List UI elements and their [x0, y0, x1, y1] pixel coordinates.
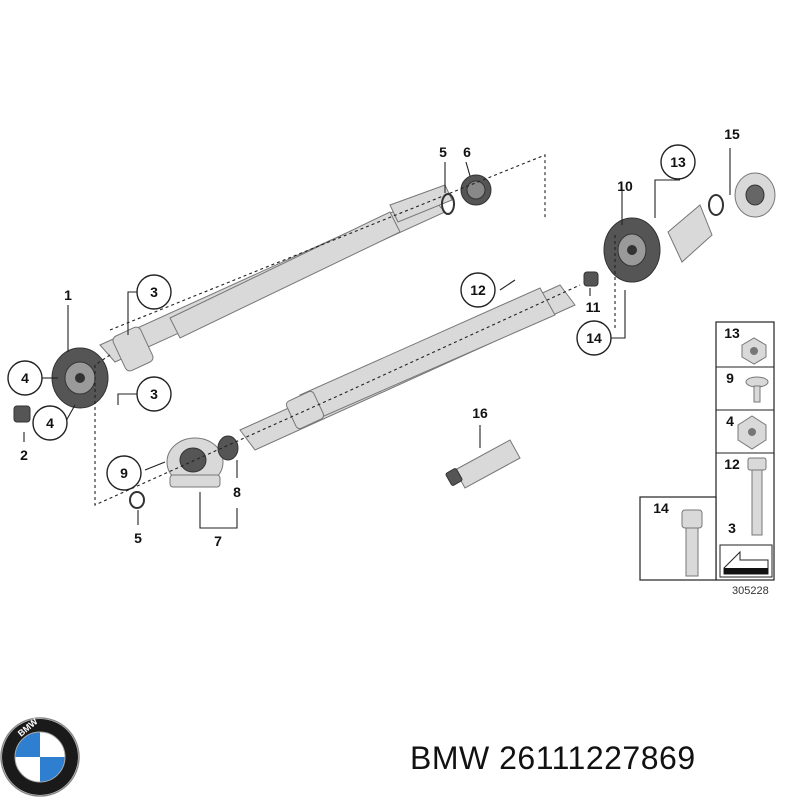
- legend-row-3: 3: [719, 520, 773, 578]
- hardware-legend: 13 9 4 12 3 14: [639, 321, 775, 581]
- callout-12: 12: [460, 272, 496, 308]
- svg-text:16: 16: [472, 405, 488, 421]
- legend-row-4: 4: [726, 413, 767, 450]
- svg-text:3: 3: [150, 386, 158, 402]
- o-ring-part-lower: [129, 491, 145, 509]
- o-ring-part: [441, 193, 455, 215]
- bmw-roundel-icon: BMW: [0, 716, 80, 797]
- svg-text:1: 1: [64, 287, 72, 303]
- sleeve-part: [460, 174, 492, 206]
- callout-5-upper: 5: [439, 144, 447, 160]
- rear-flange: [667, 204, 713, 263]
- callout-1: 1: [64, 287, 72, 303]
- callout-11: 11: [586, 299, 601, 315]
- svg-text:6: 6: [463, 144, 471, 160]
- part-number: 26111227869: [499, 740, 696, 776]
- callout-13: 13: [660, 144, 696, 180]
- dashed-assembly-outline: [94, 284, 581, 506]
- flex-disc-front: [51, 347, 109, 409]
- callout-5-lower: 5: [134, 530, 142, 546]
- document-number: 305228: [732, 585, 769, 597]
- legend-row-13: 13: [724, 325, 767, 365]
- svg-text:14: 14: [586, 330, 602, 346]
- center-bearing: [166, 437, 224, 488]
- callout-3-lower: 3: [136, 376, 172, 412]
- callout-7: 7: [214, 533, 222, 549]
- legend-row-12: 12: [724, 456, 767, 536]
- callout-16: 16: [472, 405, 488, 421]
- svg-text:14: 14: [653, 500, 669, 516]
- grease-tube: [445, 439, 521, 489]
- callout-6: 6: [463, 144, 471, 160]
- svg-text:5: 5: [439, 144, 447, 160]
- o-ring-part-rear: [708, 194, 724, 216]
- callout-3-upper: 3: [136, 274, 172, 310]
- svg-text:15: 15: [724, 126, 740, 142]
- rear-driveshaft: [239, 284, 576, 451]
- svg-text:12: 12: [470, 282, 486, 298]
- svg-text:5: 5: [134, 530, 142, 546]
- callout-15: 15: [724, 126, 740, 142]
- svg-text:13: 13: [724, 325, 740, 341]
- svg-text:3: 3: [728, 520, 736, 536]
- end-cap: [734, 172, 776, 218]
- nut-part: [13, 405, 31, 423]
- svg-text:4: 4: [726, 413, 734, 429]
- bush-part: [583, 271, 599, 287]
- callout-9: 9: [106, 455, 142, 491]
- callout-14: 14: [576, 320, 612, 356]
- legend-row-9: 9: [726, 370, 769, 403]
- callout-4-lower: 4: [32, 405, 68, 441]
- svg-text:2: 2: [20, 447, 28, 463]
- svg-text:7: 7: [214, 533, 222, 549]
- callout-8: 8: [233, 484, 241, 500]
- callout-10: 10: [617, 178, 633, 194]
- svg-text:8: 8: [233, 484, 241, 500]
- callout-2: 2: [20, 447, 28, 463]
- svg-text:9: 9: [726, 370, 734, 386]
- svg-text:11: 11: [586, 299, 601, 315]
- svg-text:10: 10: [617, 178, 633, 194]
- svg-text:3: 3: [150, 284, 158, 300]
- svg-text:9: 9: [120, 465, 128, 481]
- svg-text:4: 4: [21, 370, 29, 386]
- front-driveshaft: [99, 184, 453, 372]
- brand-label: BMW: [410, 740, 490, 776]
- callout-4-upper: 4: [7, 360, 43, 396]
- flex-disc-rear: [603, 217, 661, 283]
- part-caption: BMW 26111227869: [410, 740, 696, 777]
- bearing-ring-part: [217, 435, 239, 461]
- svg-text:4: 4: [46, 415, 54, 431]
- legend-row-14: 14: [653, 500, 703, 577]
- svg-text:13: 13: [670, 154, 686, 170]
- svg-text:12: 12: [724, 456, 740, 472]
